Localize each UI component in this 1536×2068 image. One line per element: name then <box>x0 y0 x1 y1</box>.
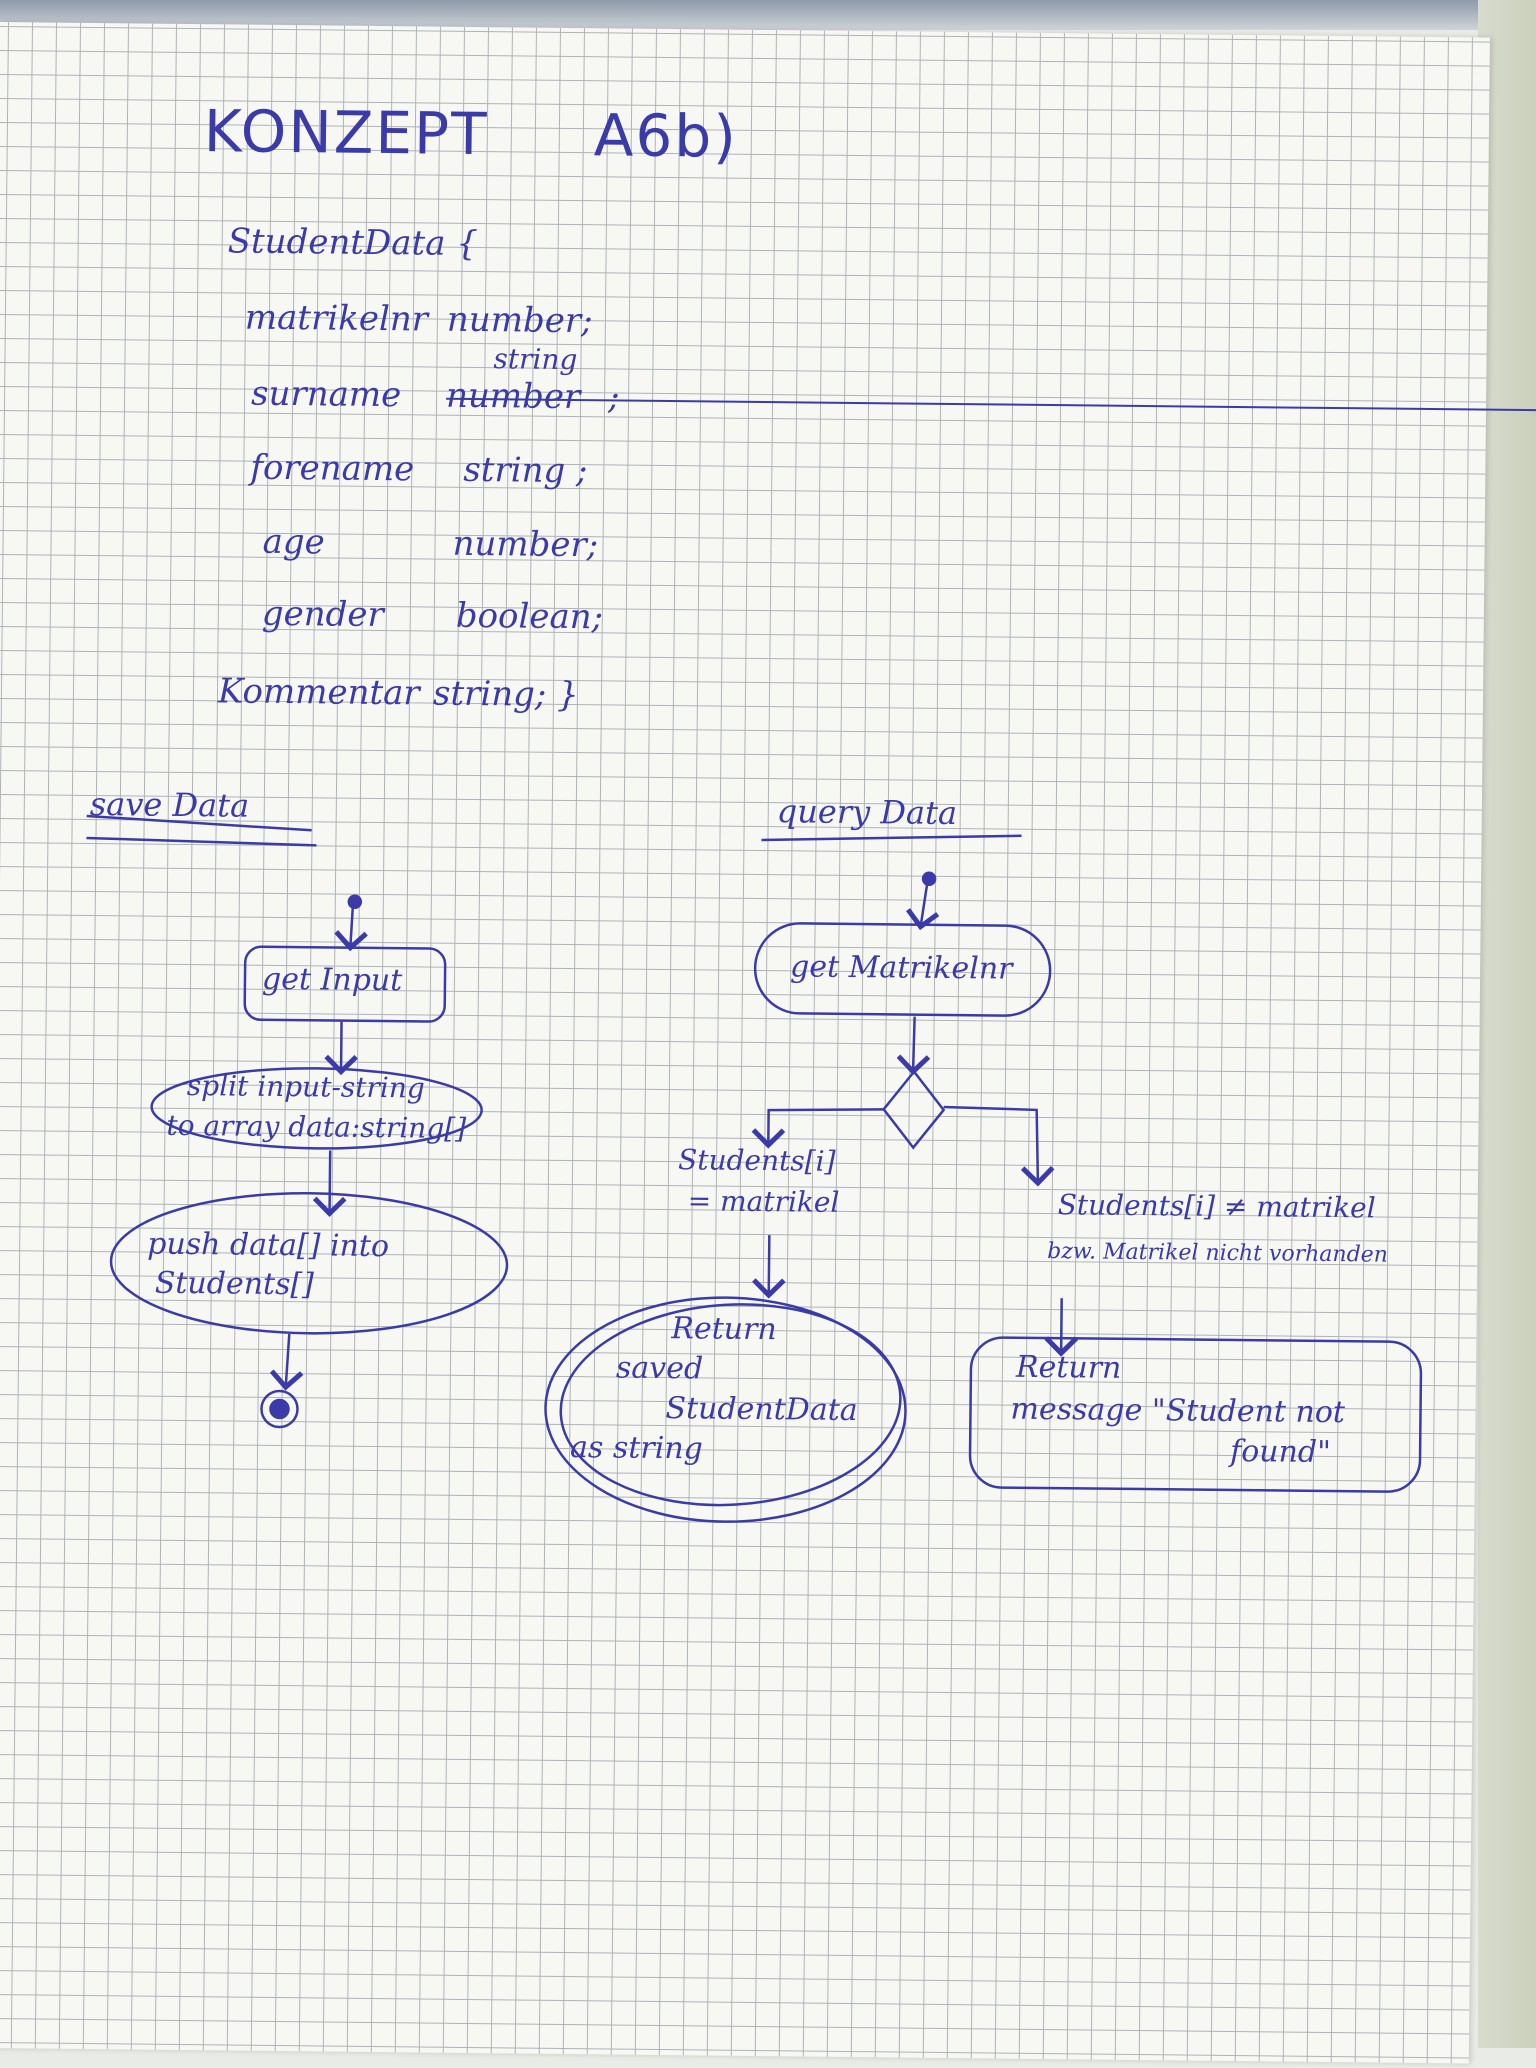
node-return-message <box>968 1336 1423 1493</box>
split-label-line1: split input-string <box>186 1069 425 1105</box>
query-data-start-node <box>921 871 937 887</box>
save-data-end-node-inner <box>269 1398 290 1420</box>
node-get-input <box>243 945 447 1023</box>
guard-right-line1: Students[i] ≠ matrikel <box>1057 1188 1376 1225</box>
guard-right-line2: bzw. Matrikel nicht vorhanden <box>1047 1239 1389 1268</box>
node-get-matrikelnr <box>753 922 1052 1017</box>
return-saved-line3: StudentData <box>665 1391 858 1429</box>
return-msg-line1: Return <box>1015 1349 1122 1386</box>
query-arrow-left-to-return <box>752 1235 786 1299</box>
node-return-saved-inner <box>559 1303 902 1507</box>
save-data-start-node <box>347 894 363 910</box>
activity-diagram-drawing <box>86 814 1423 1523</box>
guard-left-line1: Students[i] <box>677 1143 836 1178</box>
return-msg-line3: found" <box>1229 1433 1332 1471</box>
query-data-underline <box>761 834 1022 842</box>
split-label-line2: to array data:string[] <box>166 1108 467 1145</box>
get-input-label: get Input <box>261 961 403 999</box>
push-label-line1: push data[] into <box>147 1226 390 1265</box>
get-matrikel-label: get Matrikelnr <box>789 949 1013 987</box>
background-strip-right <box>1478 0 1536 2048</box>
save-data-underline <box>86 814 312 832</box>
return-saved-line4: as string <box>569 1430 704 1467</box>
decision-diamond <box>882 1069 946 1150</box>
save-arrow-split-to-push <box>312 1150 347 1218</box>
return-msg-line2: message "Student not <box>1010 1391 1346 1431</box>
return-saved-line1: Return <box>671 1311 777 1348</box>
query-arrow-decision-left <box>751 1108 884 1149</box>
query-data-title: query Data <box>776 792 958 833</box>
save-data-end-node-outer <box>260 1389 299 1429</box>
return-saved-line2: saved <box>615 1350 704 1387</box>
guard-left-line2: = matrikel <box>687 1184 840 1219</box>
graph-paper-sheet: KONZEPT A6b) StudentData { matrikelnr nu… <box>0 22 1490 2064</box>
node-split-input <box>150 1067 483 1150</box>
node-return-saved-outer <box>544 1296 907 1523</box>
query-arrow-start-to-getmatrikel <box>906 884 940 931</box>
save-arrow-push-to-end <box>269 1334 304 1391</box>
query-arrow-right-to-message <box>1044 1298 1079 1357</box>
save-data-title: save Data <box>89 784 250 825</box>
save-arrow-start-to-getinput <box>334 907 368 952</box>
save-data-underline-2 <box>86 836 317 847</box>
node-push-data <box>109 1192 509 1335</box>
query-arrow-decision-right <box>943 1105 1055 1187</box>
query-arrow-getmatrikel-to-decision <box>896 1016 931 1076</box>
save-arrow-getinput-to-split <box>324 1021 358 1076</box>
push-label-line2: Students[] <box>154 1265 315 1303</box>
